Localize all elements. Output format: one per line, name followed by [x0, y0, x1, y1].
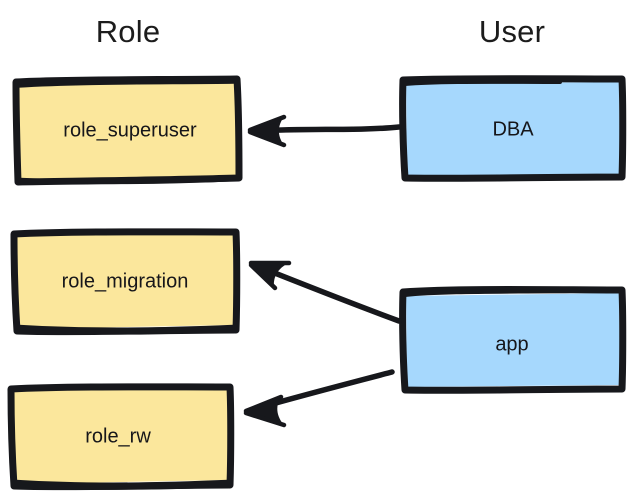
node-role-superuser[interactable]: [14, 78, 240, 182]
node-border-accent2-role-superuser: [16, 80, 236, 88]
edge-arrowhead: [244, 398, 283, 424]
node-role-rw[interactable]: [8, 385, 233, 487]
edge-line: [255, 124, 402, 134]
node-border-accent-role-superuser: [17, 176, 239, 185]
node-shape-user-app[interactable]: [399, 286, 627, 394]
edge-app-to-role-migration[interactable]: [248, 260, 402, 324]
node-border-accent2-role-rw: [58, 485, 197, 490]
edge-arrowhead-barb: [247, 114, 287, 148]
node-border-role-migration: [10, 228, 241, 336]
node-border-accent-user-dba: [403, 79, 562, 86]
edge-dba-to-role-superuser[interactable]: [247, 114, 402, 148]
column-header-role: Role: [95, 14, 161, 49]
edge-app-to-role-rw[interactable]: [243, 369, 395, 428]
node-border-accent-role-rw: [13, 479, 231, 487]
node-border-accent2-role-migration: [118, 329, 202, 334]
edge-arrowhead: [248, 118, 283, 144]
edge-arrowhead: [249, 263, 287, 287]
node-role-migration[interactable]: [11, 230, 239, 332]
edge-arrowhead-barb: [248, 260, 292, 291]
node-fill-role-superuser: [18, 81, 238, 179]
node-user-dba[interactable]: [400, 78, 622, 178]
edge-line: [259, 265, 402, 324]
node-fill-user-dba: [406, 82, 620, 176]
node-border-accent-role-migration: [16, 324, 236, 332]
node-shape-role-superuser[interactable]: [12, 75, 243, 186]
node-shape-role-migration[interactable]: [10, 228, 241, 336]
node-shape-role-rw[interactable]: [7, 383, 235, 491]
node-fill-role-rw: [14, 389, 229, 484]
node-user-app[interactable]: [400, 290, 622, 390]
node-border-user-dba: [399, 75, 627, 182]
edge-arrowhead-barb: [243, 394, 287, 428]
node-border-role-superuser: [12, 75, 243, 186]
node-shape-user-dba[interactable]: [399, 75, 627, 182]
column-header-user: User: [478, 14, 546, 49]
node-fill-role-migration: [17, 234, 234, 329]
node-border-accent-user-app: [403, 289, 572, 297]
node-fill-user-app: [406, 293, 620, 387]
node-border-role-rw: [7, 383, 235, 491]
